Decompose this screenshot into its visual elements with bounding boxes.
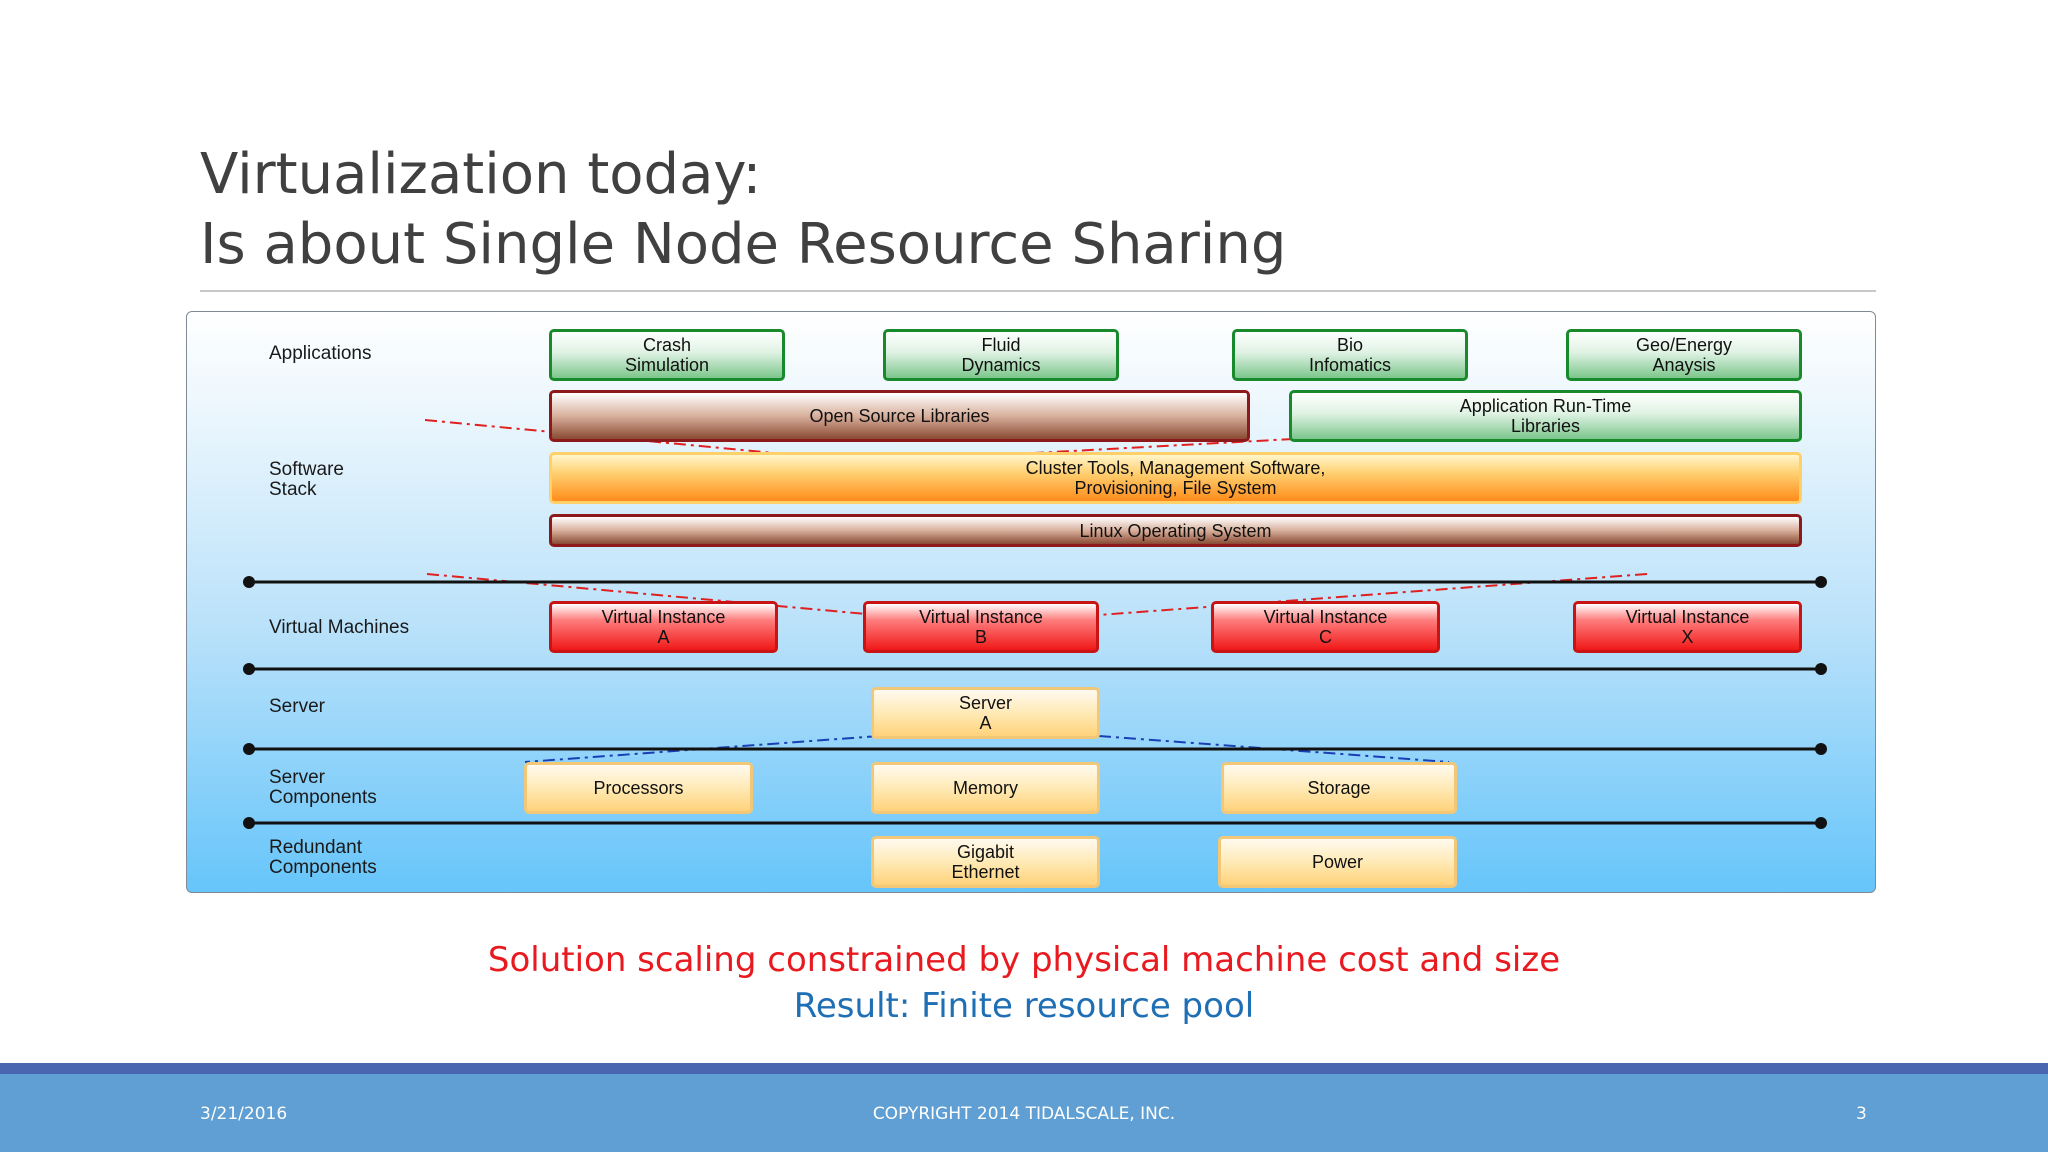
component-memory: Memory xyxy=(871,762,1100,814)
redundant-power: Power xyxy=(1218,836,1457,888)
cluster-tools: Cluster Tools, Management Software, Prov… xyxy=(549,452,1802,504)
label-server-components: Server Components xyxy=(269,767,377,808)
redundant-gigabit-ethernet: Gigabit Ethernet xyxy=(871,836,1100,888)
app-geo-energy-analysis: Geo/Energy Anaysis xyxy=(1566,329,1802,381)
title-line-1: Virtualization today: xyxy=(200,142,762,207)
result-statement: Result: Finite resource pool xyxy=(793,986,1255,1026)
server-a: Server A xyxy=(871,687,1100,739)
label-redundant-components: Redundant Components xyxy=(269,837,377,878)
footer-accent-strip xyxy=(0,1063,2048,1074)
virtual-instance-b: Virtual Instance B xyxy=(863,601,1099,653)
open-source-libraries: Open Source Libraries xyxy=(549,390,1250,442)
component-storage: Storage xyxy=(1221,762,1457,814)
app-crash-simulation: Crash Simulation xyxy=(549,329,785,381)
slide-title: Virtualization today: Is about Single No… xyxy=(200,140,1286,280)
app-bio-informatics: Bio Infomatics xyxy=(1232,329,1468,381)
title-divider xyxy=(200,290,1876,292)
connector-lines xyxy=(243,419,1827,829)
layer-separators xyxy=(249,580,1821,825)
virtual-instance-x: Virtual Instance X xyxy=(1573,601,1802,653)
label-applications: Applications xyxy=(269,343,372,364)
title-line-2: Is about Single Node Resource Sharing xyxy=(200,212,1287,277)
component-processors: Processors xyxy=(524,762,753,814)
virtualization-stack-diagram: Applications Software Stack Virtual Mach… xyxy=(186,311,1876,893)
label-server: Server xyxy=(269,696,325,717)
footer-copyright: COPYRIGHT 2014 TIDALSCALE, INC. xyxy=(872,1104,1176,1124)
virtual-instance-a: Virtual Instance A xyxy=(549,601,778,653)
virtual-instance-c: Virtual Instance C xyxy=(1211,601,1440,653)
separator-endpoints xyxy=(243,576,1827,829)
slide-footer: 3/21/2016 COPYRIGHT 2014 TIDALSCALE, INC… xyxy=(0,1074,2048,1152)
constraint-statement: Solution scaling constrained by physical… xyxy=(487,940,1561,980)
page-number: 3 xyxy=(1856,1104,1867,1124)
vm-x-to-server-connector xyxy=(1098,573,1648,616)
label-software-stack: Software Stack xyxy=(269,459,344,500)
runtime-libraries: Application Run-Time Libraries xyxy=(1289,390,1802,442)
app-fluid-dynamics: Fluid Dynamics xyxy=(883,329,1119,381)
linux-os: Linux Operating System xyxy=(549,514,1802,547)
footer-date: 3/21/2016 xyxy=(200,1104,288,1124)
label-virtual-machines: Virtual Machines xyxy=(269,617,410,638)
